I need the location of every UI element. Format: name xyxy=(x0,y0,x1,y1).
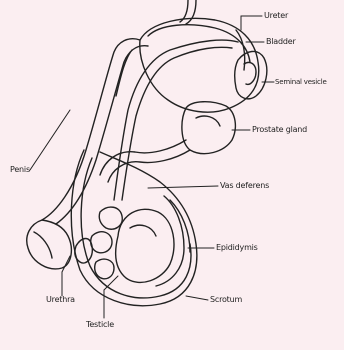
label-prostate-gland: Prostate gland xyxy=(252,125,307,135)
epididymis-drawing xyxy=(156,196,184,286)
label-urethra: Urethra xyxy=(46,295,75,305)
seminal-vesicle-drawing xyxy=(235,51,267,98)
label-epididymis: Epididymis xyxy=(216,243,258,253)
lobule-drawing xyxy=(99,207,122,229)
label-seminal-vesicle: Seminal vesicle xyxy=(275,77,327,87)
scrotum-pointer xyxy=(186,296,208,300)
testicle-drawing xyxy=(116,209,174,282)
glans-drawing xyxy=(27,220,72,269)
vas-deferens-pointer xyxy=(148,186,218,188)
label-penis: Penis xyxy=(10,165,30,175)
label-ureter: Ureter xyxy=(264,11,288,21)
vas-deferens-drawing xyxy=(114,40,238,200)
label-scrotum: Scrotum xyxy=(210,295,242,305)
bladder-drawing xyxy=(140,18,259,112)
label-vas-deferens: Vas deferens xyxy=(220,181,269,191)
label-testicle: Testicle xyxy=(86,320,114,330)
label-bladder: Bladder xyxy=(266,37,296,47)
penis-pointer xyxy=(30,110,70,170)
